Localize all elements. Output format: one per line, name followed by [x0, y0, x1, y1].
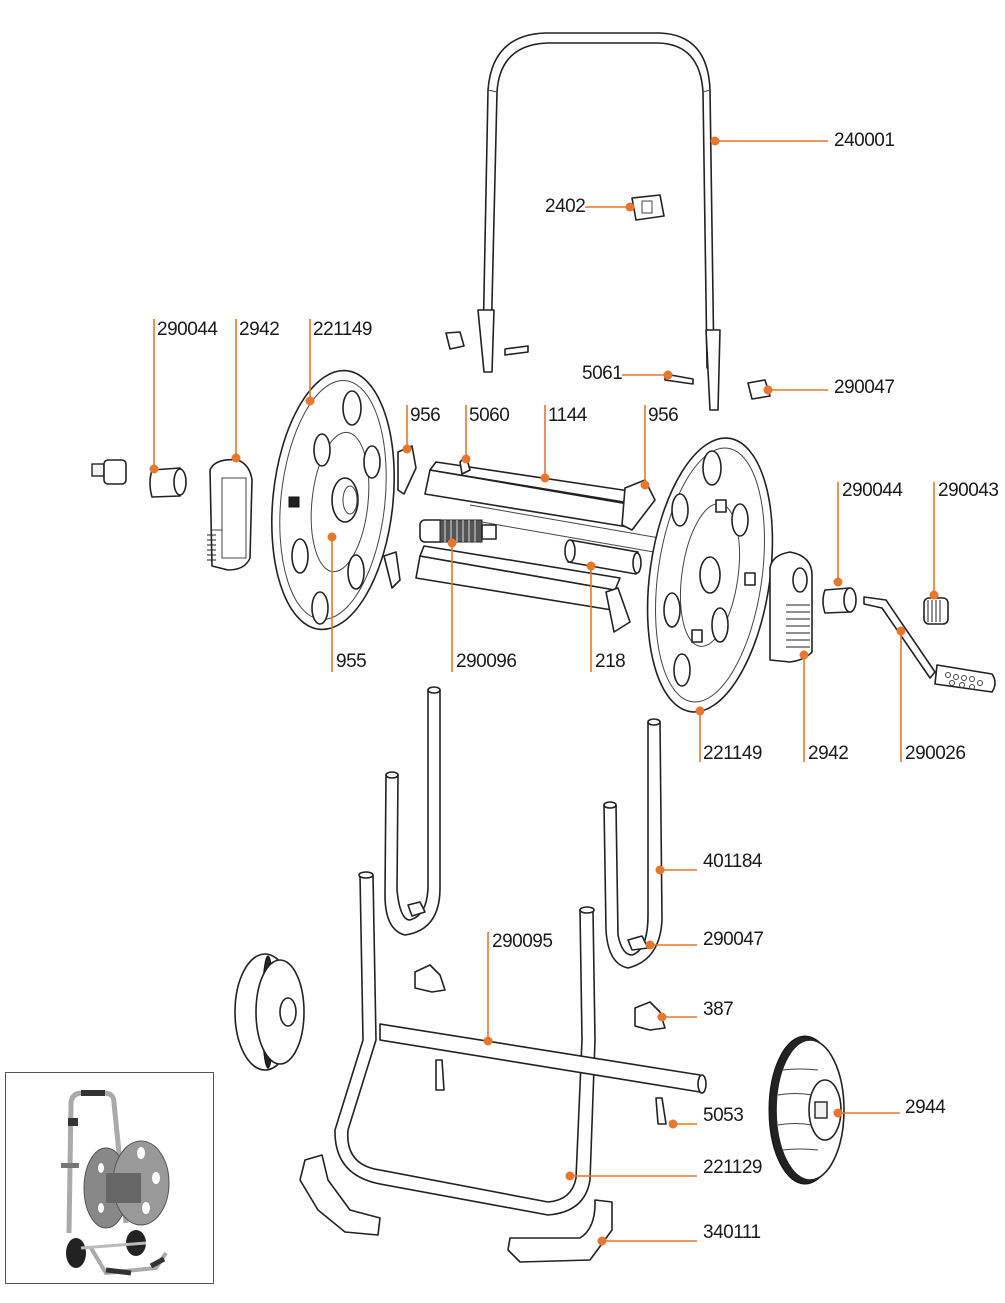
callout-2942-left: 2942 [231, 319, 280, 463]
svg-text:1144: 1144 [548, 405, 588, 426]
callout-956-right: 956 [640, 405, 679, 490]
bushing-left-part [149, 467, 187, 498]
handle-cap-left-part [445, 331, 465, 350]
frame-clip-part [634, 1001, 666, 1031]
svg-text:221149: 221149 [313, 319, 372, 340]
svg-text:387: 387 [703, 999, 733, 1020]
drum-assembly-part [383, 445, 701, 633]
callout-1144: 1144 [540, 405, 588, 483]
svg-text:5061: 5061 [582, 363, 622, 384]
callout-2402: 2402 [545, 196, 635, 217]
svg-text:290047: 290047 [834, 377, 894, 398]
base-frame-part [334, 871, 596, 1216]
hub-cover-left-part [207, 458, 253, 571]
svg-text:221129: 221129 [703, 1157, 762, 1178]
assembled-hose-reel-icon [61, 1090, 170, 1276]
callout-2942-right: 2942 [799, 650, 849, 764]
svg-text:290047: 290047 [703, 929, 763, 950]
reel-disc-left-part [271, 369, 395, 631]
callout-290043: 290043 [929, 480, 999, 600]
callout-5053: 5053 [668, 1105, 744, 1129]
svg-text:340111: 340111 [703, 1222, 761, 1243]
callout-5060: 5060 [461, 405, 510, 464]
svg-text:5053: 5053 [703, 1105, 743, 1126]
wheel-axle-part [379, 1023, 707, 1094]
hose-guide-clip-part [631, 194, 665, 221]
callout-221129: 221129 [565, 1157, 763, 1181]
callout-221149-right: 221149 [695, 706, 763, 764]
callout-290047-bottom: 290047 [645, 929, 764, 950]
svg-text:2402: 2402 [545, 196, 585, 217]
callout-5061: 5061 [582, 363, 673, 384]
svg-text:2942: 2942 [808, 743, 848, 764]
crank-nut-part [923, 597, 949, 625]
callout-290095: 290095 [483, 931, 553, 1046]
callout-387: 387 [657, 999, 734, 1022]
callout-290026: 290026 [896, 626, 966, 764]
svg-text:5060: 5060 [469, 405, 509, 426]
callout-956-left: 956 [402, 405, 441, 454]
svg-text:956: 956 [648, 405, 678, 426]
handle-pin-left-part [504, 345, 529, 356]
svg-text:290044: 290044 [842, 480, 903, 501]
callout-340111: 340111 [597, 1222, 761, 1246]
callout-290047-top: 290047 [763, 377, 895, 398]
handle-bar-part [477, 32, 721, 411]
svg-text:2944: 2944 [905, 1097, 946, 1118]
crank-handle-part [863, 596, 996, 693]
handle-cap-part [747, 379, 771, 400]
callout-290096: 290096 [447, 538, 517, 672]
callout-218: 218 [586, 561, 626, 672]
svg-text:218: 218 [595, 651, 625, 672]
svg-text:956: 956 [410, 405, 440, 426]
svg-text:221149: 221149 [703, 743, 762, 764]
frame-clip-left-part [414, 964, 446, 993]
svg-text:401184: 401184 [703, 851, 763, 872]
frame-pin-left-part [435, 1059, 445, 1091]
hub-cover-right-part [769, 551, 813, 663]
hose-connector-part [91, 459, 127, 485]
wheel-left-part [234, 953, 305, 1071]
wheel-right-part [768, 1035, 845, 1185]
callout-955: 955 [327, 532, 367, 672]
callout-401184: 401184 [655, 851, 763, 875]
svg-text:290026: 290026 [905, 743, 965, 764]
svg-text:955: 955 [336, 651, 366, 672]
svg-text:2942: 2942 [239, 319, 279, 340]
svg-text:290043: 290043 [938, 480, 998, 501]
frame-pin-part [655, 1097, 667, 1125]
svg-text:290095: 290095 [492, 931, 552, 952]
foot-rest-part [507, 1199, 613, 1263]
reel-support-left-part [384, 686, 441, 936]
assembled-product-inset [5, 1072, 214, 1284]
reel-support-right-part [603, 718, 663, 969]
callout-240001: 240001 [710, 130, 895, 151]
foot-rest-left-part [299, 1154, 381, 1236]
svg-text:240001: 240001 [834, 130, 894, 151]
callout-2944: 2944 [833, 1097, 947, 1118]
callout-290044-right: 290044 [833, 480, 904, 587]
svg-text:290044: 290044 [157, 319, 218, 340]
bushing-right-part [822, 587, 857, 614]
callout-290044-left: 290044 [149, 319, 219, 474]
reel-disc-right-part [646, 437, 774, 713]
callout-221149-left: 221149 [305, 319, 373, 406]
svg-text:290096: 290096 [456, 651, 516, 672]
